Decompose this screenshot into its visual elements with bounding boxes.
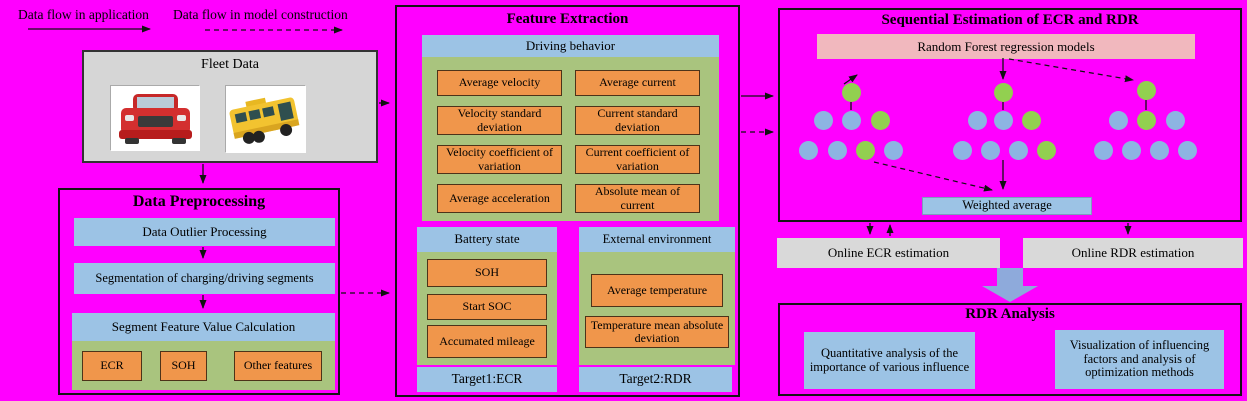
big-down-arrow xyxy=(982,268,1038,302)
tree-node-blue xyxy=(1008,140,1028,160)
driving-behavior-header: Driving behavior xyxy=(422,35,719,57)
segment-feature-calculation-header: Segment Feature Value Calculation xyxy=(72,313,335,341)
rdr-analysis-title: RDR Analysis xyxy=(965,306,1055,322)
tree-node-green xyxy=(1136,110,1156,130)
target1-ecr-box: Target1:ECR xyxy=(417,367,557,392)
battery-state-panel: SOH Start SOC Accumated mileage xyxy=(417,252,557,365)
quantitative-analysis-box: Quantitative analysis of the importance … xyxy=(804,332,975,389)
tree-node-green xyxy=(870,110,890,130)
tree-node-blue xyxy=(1121,140,1141,160)
other-features-box: Other features xyxy=(234,351,322,381)
feature-current-cov: Current coefficient of variation xyxy=(575,145,700,174)
driving-behavior-panel: Average velocity Average current Velocit… xyxy=(422,57,719,221)
target2-rdr-box: Target2:RDR xyxy=(579,367,732,392)
calculation-green-panel: ECR SOH Other features xyxy=(72,341,335,390)
tree-node-green xyxy=(993,82,1013,102)
sequential-estimation-title: Sequential Estimation of ECR and RDR xyxy=(881,12,1139,28)
feature-avg-velocity: Average velocity xyxy=(437,70,562,96)
tree-node-green xyxy=(855,140,875,160)
tree-node-blue xyxy=(1149,140,1169,160)
tree-node-blue xyxy=(980,140,1000,160)
external-environment-panel: Average temperature Temperature mean abs… xyxy=(579,252,735,365)
feature-abs-mean-current: Absolute mean of current xyxy=(575,184,700,213)
fleet-data-box: Fleet Data xyxy=(82,50,378,163)
tree-node-green xyxy=(1136,80,1156,100)
battery-start-soc-box: Start SOC xyxy=(427,294,547,320)
tree-node-blue xyxy=(798,140,818,160)
online-ecr-estimation-box: Online ECR estimation xyxy=(777,238,1000,268)
bus-image xyxy=(225,85,306,153)
data-preprocessing-title: Data Preprocessing xyxy=(132,193,266,210)
tree-node-blue xyxy=(841,110,861,130)
tree-node-blue xyxy=(952,140,972,160)
feature-extraction-panel: Feature Extraction Driving behavior Aver… xyxy=(395,5,740,397)
tree-node-green xyxy=(1021,110,1041,130)
feature-velocity-cov: Velocity coefficient of variation xyxy=(437,145,562,174)
tree-node-blue xyxy=(1165,110,1185,130)
car-image xyxy=(110,85,200,151)
legend-application-label: Data flow in application xyxy=(18,7,149,22)
tree-node-blue xyxy=(1093,140,1113,160)
tree-node-blue xyxy=(883,140,903,160)
tree-node-blue xyxy=(813,110,833,130)
fleet-data-title: Fleet Data xyxy=(201,57,259,72)
tree-node-blue xyxy=(967,110,987,130)
battery-soh-box: SOH xyxy=(427,259,547,287)
env-temp-mad-box: Temperature mean absolute deviation xyxy=(585,316,729,348)
feature-avg-acceleration: Average acceleration xyxy=(437,184,562,213)
rdr-analysis-panel: RDR Analysis Quantitative analysis of th… xyxy=(778,303,1242,396)
visualization-box: Visualization of influencing factors and… xyxy=(1055,330,1224,389)
weighted-average-box: Weighted average xyxy=(922,197,1092,215)
driving-feature-grid: Average velocity Average current Velocit… xyxy=(437,70,700,213)
data-preprocessing-panel: Data Preprocessing Data Outlier Processi… xyxy=(58,188,340,395)
tree-node-blue xyxy=(993,110,1013,130)
battery-state-header: Battery state xyxy=(417,227,557,252)
online-rdr-estimation-box: Online RDR estimation xyxy=(1023,238,1243,268)
tree-node-blue xyxy=(1177,140,1197,160)
feature-current-std: Current standard deviation xyxy=(575,106,700,135)
feature-extraction-title: Feature Extraction xyxy=(506,11,629,27)
yellow-bus-icon xyxy=(226,86,306,153)
sequential-estimation-panel: Sequential Estimation of ECR and RDR Ran… xyxy=(778,8,1242,222)
feature-avg-current: Average current xyxy=(575,70,700,96)
tree-node-blue xyxy=(827,140,847,160)
tree-node-green xyxy=(1036,140,1056,160)
battery-accumated-mileage-box: Accumated mileage xyxy=(427,325,547,358)
tree-node-green xyxy=(841,82,861,102)
soh-box: SOH xyxy=(160,351,207,381)
random-forest-box: Random Forest regression models xyxy=(817,34,1195,59)
legend-model-label: Data flow in model construction xyxy=(173,7,348,22)
env-avg-temperature-box: Average temperature xyxy=(591,274,723,307)
segmentation-box: Segmentation of charging/driving segment… xyxy=(74,263,335,294)
tree-node-blue xyxy=(1108,110,1128,130)
external-environment-header: External environment xyxy=(579,227,735,252)
red-car-icon xyxy=(111,86,200,151)
ecr-box: ECR xyxy=(82,351,142,381)
data-outlier-processing-box: Data Outlier Processing xyxy=(74,218,335,246)
feature-velocity-std: Velocity standard deviation xyxy=(437,106,562,135)
